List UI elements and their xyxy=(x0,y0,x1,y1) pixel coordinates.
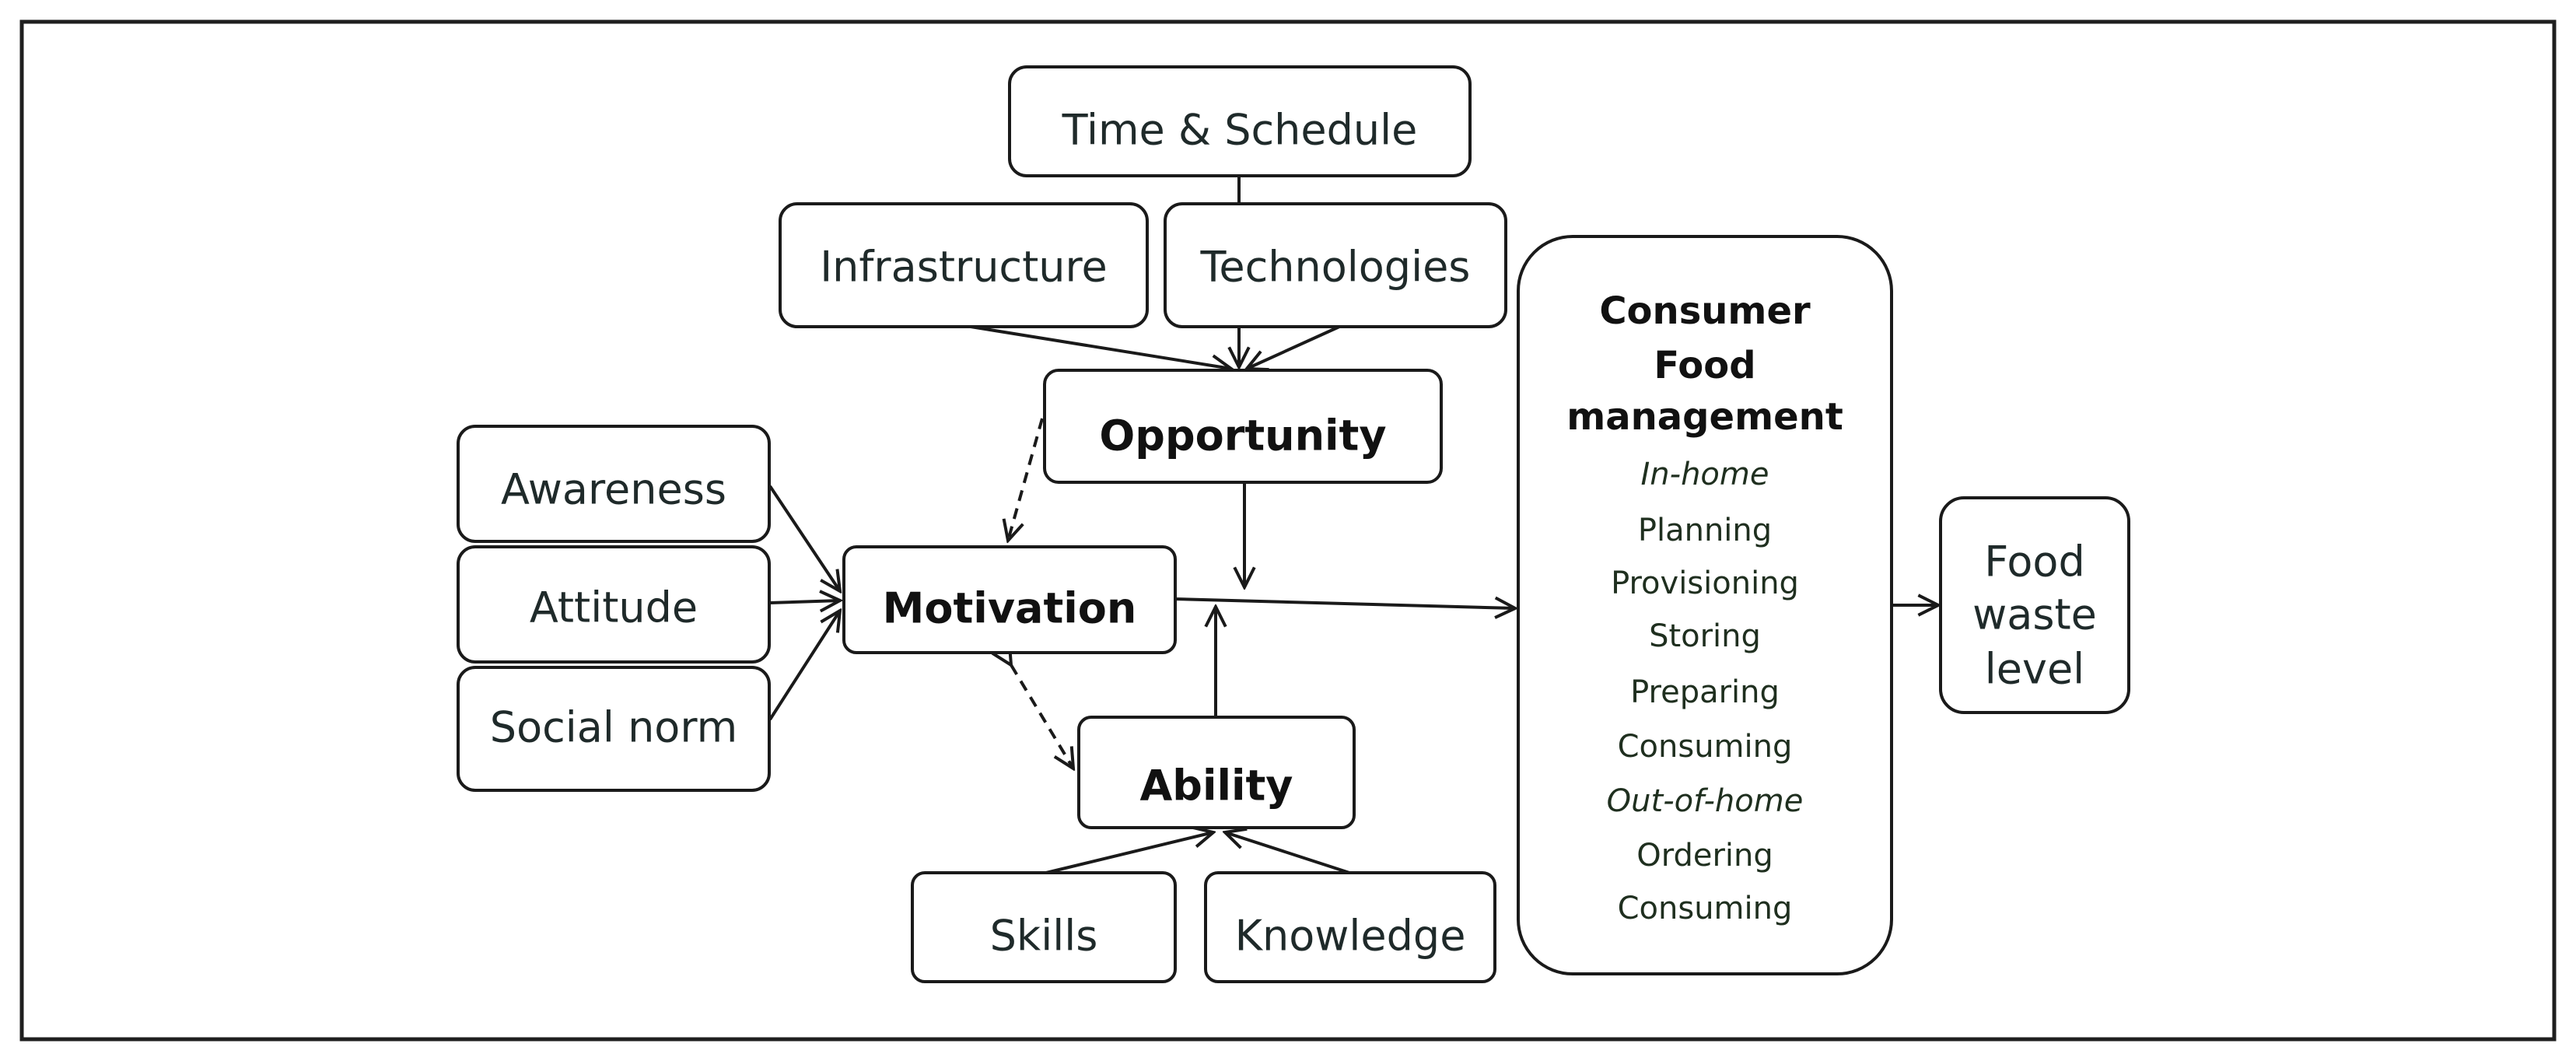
node-opportunity-label: Opportunity xyxy=(1099,411,1386,460)
food-waste-line3: level xyxy=(1985,645,2084,694)
consumer-in-home-item: Planning xyxy=(1638,513,1772,548)
node-skills-label: Skills xyxy=(990,912,1098,961)
node-infrastructure-label: Infrastructure xyxy=(820,243,1108,292)
edge-socialnorm-to-motivation xyxy=(768,611,840,721)
node-knowledge-label: Knowledge xyxy=(1235,912,1466,961)
consumer-in-home-heading: In-home xyxy=(1641,457,1769,492)
consumer-title-line3: management xyxy=(1566,395,1843,439)
node-skills: Skills xyxy=(911,871,1177,983)
food-waste-line1: Food xyxy=(1984,538,2085,587)
edge-skills-to-ability xyxy=(1045,832,1213,874)
node-time-schedule-label: Time & Schedule xyxy=(1062,106,1418,155)
node-infrastructure: Infrastructure xyxy=(779,202,1149,328)
edge-technologies-to-opportunity xyxy=(1247,325,1340,369)
node-attitude: Attitude xyxy=(457,545,771,664)
node-awareness: Awareness xyxy=(457,425,771,543)
consumer-in-home-item: Provisioning xyxy=(1611,566,1799,601)
consumer-title-line2: Food xyxy=(1654,344,1755,387)
consumer-out-home-heading: Out-of-home xyxy=(1607,783,1804,819)
food-waste-line2: waste xyxy=(1972,590,2097,639)
node-motivation: Motivation xyxy=(842,545,1177,654)
node-technologies-label: Technologies xyxy=(1200,243,1471,292)
node-attitude-label: Attitude xyxy=(530,583,698,632)
outer-frame xyxy=(19,19,2557,1042)
consumer-out-home-item: Ordering xyxy=(1636,838,1773,874)
node-food-waste-level: Food waste level xyxy=(1939,496,2130,714)
node-knowledge: Knowledge xyxy=(1204,871,1496,983)
node-motivation-label: Motivation xyxy=(883,584,1137,633)
node-opportunity: Opportunity xyxy=(1043,369,1443,484)
node-social-norm-label: Social norm xyxy=(490,703,737,752)
consumer-in-home-item: Storing xyxy=(1649,618,1761,654)
node-social-norm: Social norm xyxy=(457,666,771,792)
edge-infrastructure-to-opportunity xyxy=(970,325,1231,369)
node-ability-label: Ability xyxy=(1140,762,1293,811)
node-technologies: Technologies xyxy=(1164,202,1507,328)
edge-opportunity-motivation-dashed xyxy=(1008,418,1044,541)
node-ability: Ability xyxy=(1077,716,1356,829)
consumer-in-home-item: Consuming xyxy=(1618,729,1793,765)
node-awareness-label: Awareness xyxy=(501,465,726,514)
edge-motivation-to-consumer xyxy=(1174,599,1515,608)
edge-motivation-ability-dashed xyxy=(1011,665,1073,769)
node-consumer-food-management: Consumer Food management In-home Plannin… xyxy=(1517,235,1893,975)
edge-knowledge-to-ability xyxy=(1225,832,1350,874)
edge-attitude-to-motivation xyxy=(769,601,840,603)
consumer-title-line1: Consumer xyxy=(1599,289,1811,333)
node-time-schedule: Time & Schedule xyxy=(1008,65,1472,177)
edge-awareness-to-motivation xyxy=(768,485,840,591)
consumer-in-home-item: Preparing xyxy=(1630,674,1780,710)
consumer-out-home-item: Consuming xyxy=(1618,891,1793,926)
